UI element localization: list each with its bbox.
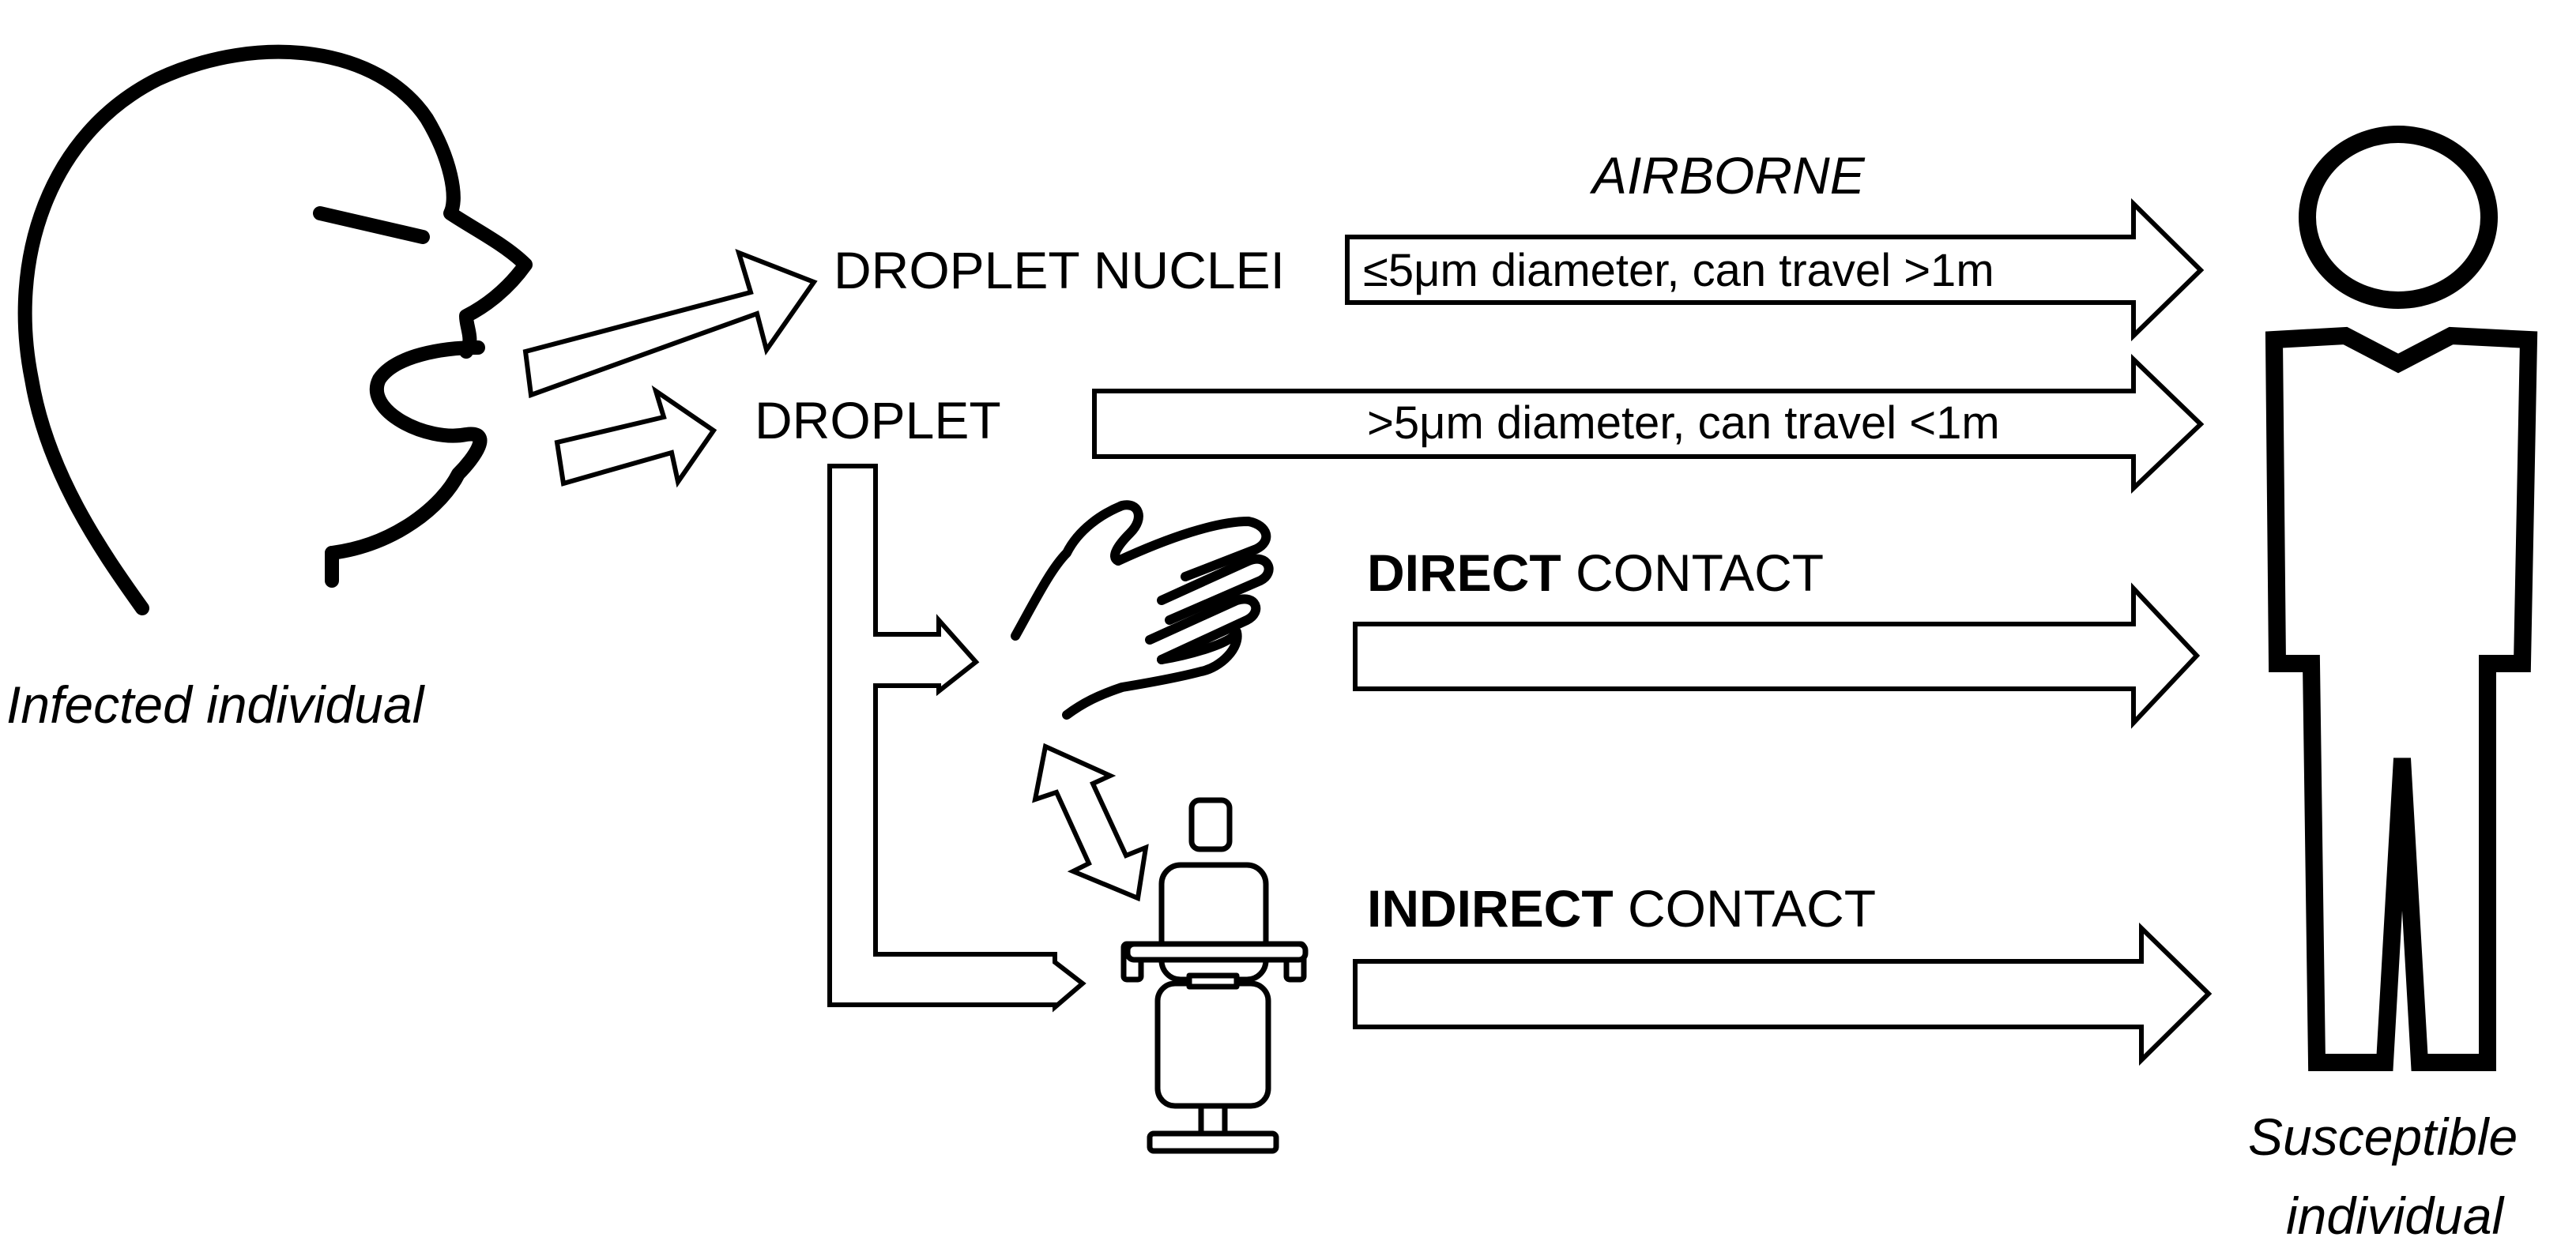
arrow-to-droplet-nuclei bbox=[522, 248, 818, 399]
direct-contact-arrow bbox=[1353, 582, 2201, 729]
airborne-arrow bbox=[1345, 197, 2205, 342]
susceptible-label-line1: Susceptible bbox=[2248, 1107, 2518, 1166]
person-figure-icon bbox=[2265, 126, 2538, 1071]
arrow-to-droplet bbox=[554, 385, 717, 488]
droplet-branch-connector bbox=[827, 464, 1087, 1013]
droplet-nuclei-label: DROPLET NUCLEI bbox=[834, 241, 1285, 299]
double-arrow bbox=[1032, 743, 1149, 902]
nuclei-desc-text: ≤5μm diameter, can travel >1m bbox=[1363, 245, 1994, 296]
droplet-label: DROPLET bbox=[755, 391, 1001, 449]
airborne-label: AIRBORNE bbox=[1589, 146, 1866, 205]
indirect-contact-label: INDIRECT CONTACT bbox=[1367, 879, 1876, 938]
droplet-desc-text: >5μm diameter, can travel <1m bbox=[1367, 397, 2000, 449]
direct-contact-label: DIRECT CONTACT bbox=[1367, 543, 1824, 602]
susceptible-label-line2: individual bbox=[2286, 1186, 2506, 1245]
dental-chair-icon bbox=[1120, 797, 1309, 1154]
droplet-arrow bbox=[1092, 353, 2205, 495]
hand-icon bbox=[1011, 500, 1274, 720]
infected-label: Infected individual bbox=[6, 675, 426, 734]
indirect-contact-arrow bbox=[1353, 922, 2213, 1066]
head-profile-icon bbox=[17, 44, 533, 615]
